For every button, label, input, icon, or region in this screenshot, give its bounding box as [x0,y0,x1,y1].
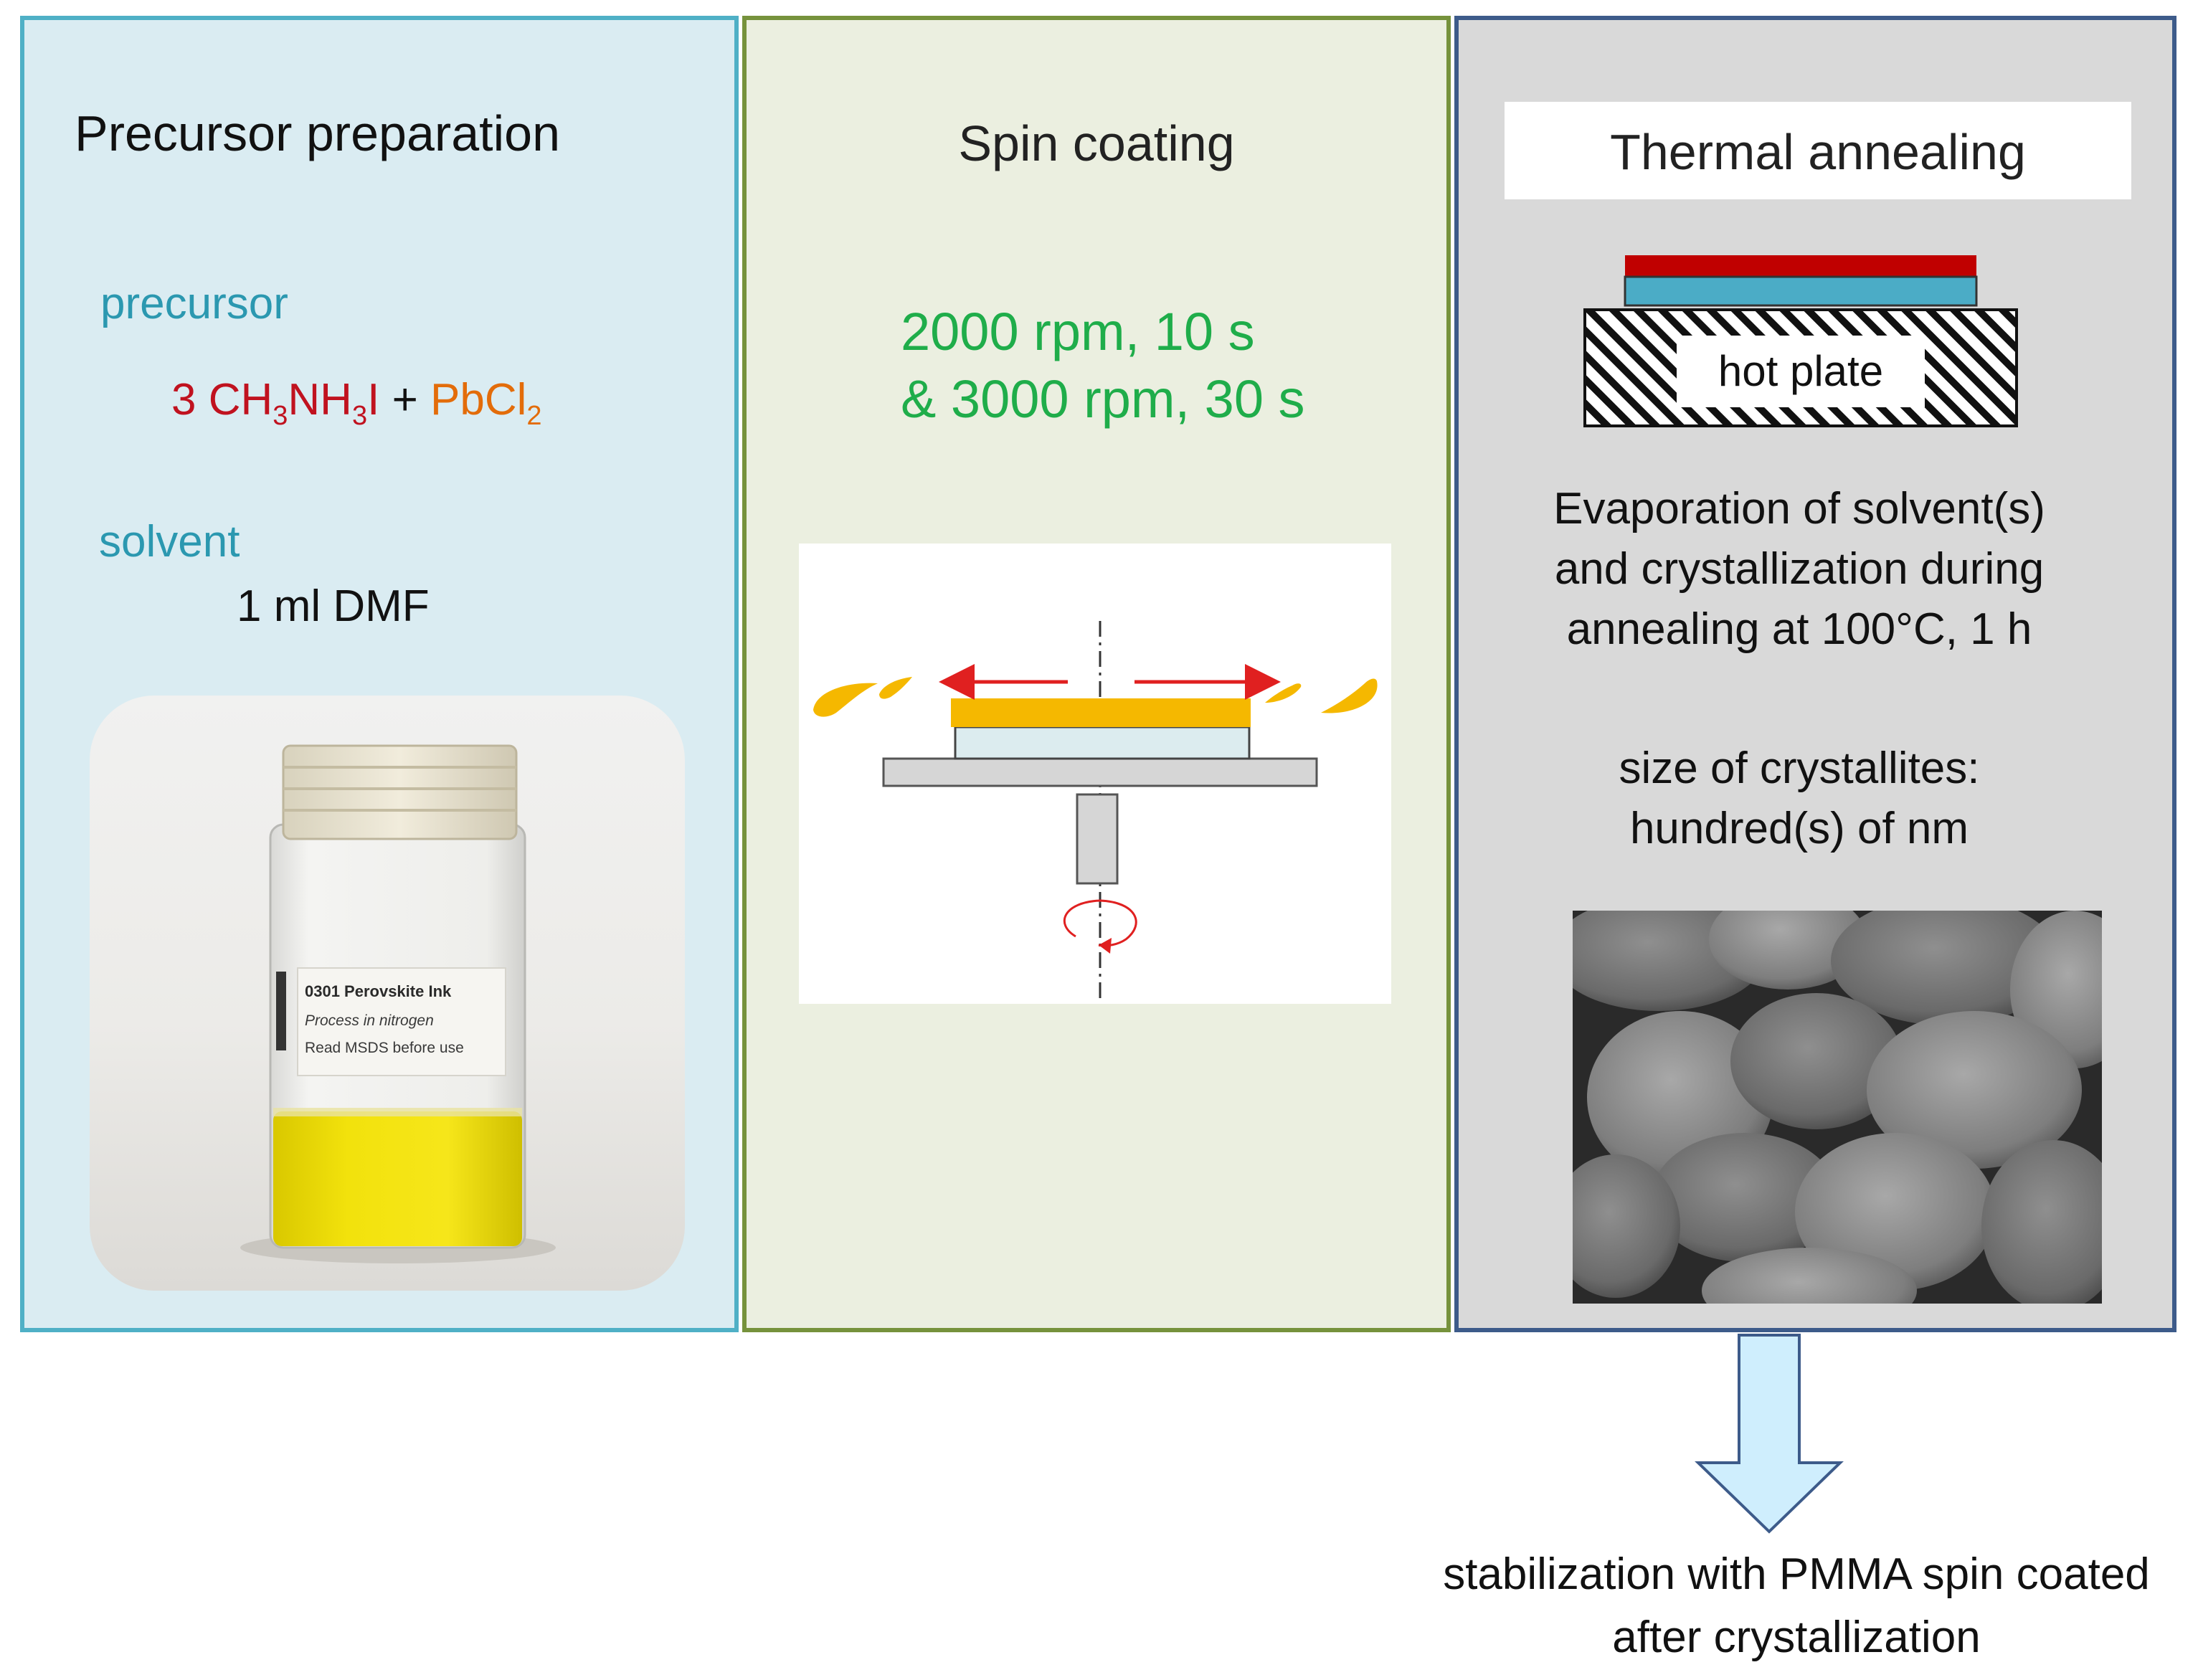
spin-coating-panel: Spin coating 2000 rpm, 10 s & 3000 rpm, … [742,16,1451,1332]
vial-photo: 0301 Perovskite Ink Process in nitrogen … [90,696,685,1291]
hot-plate-label: hot plate [1718,347,1883,395]
precursor-formula: 3 CH3NH3I + PbCl2 [171,374,542,431]
droplet-left-2 [879,677,912,699]
size-line: size of crystallites: [1619,744,1980,793]
chuck-plate [882,757,1318,787]
crystallite-size-note: size of crystallites: hundred(s) of nm [1459,739,2140,859]
sem-micrograph [1573,911,2102,1304]
panel-title: Thermal annealing [1610,124,2026,180]
precursor-preparation-panel: Precursor preparation precursor 3 CH3NH3… [20,16,739,1332]
description-line: Evaporation of solvent(s) [1553,484,2045,533]
hot-plate-diagram: hot plate [1583,255,2018,427]
hot-plate-label-bg [1677,336,1925,407]
vial-label-line1: 0301 Perovskite Ink [305,982,452,1000]
vial-label-line2: Process in nitrogen [305,1012,434,1029]
caption-line: stabilization with PMMA spin coated [1443,1550,2150,1599]
precursor-film [951,698,1251,727]
annealing-description: Evaporation of solvent(s) and crystalliz… [1459,479,2140,660]
vial-label-line3: Read MSDS before use [305,1040,464,1056]
rotation-arrow [1063,899,1137,947]
spin-speed-step1: 2000 rpm, 10 s [901,302,1255,361]
thermal-annealing-panel: Thermal annealing hot plate Evaporation … [1454,16,2176,1332]
caption-line: after crystallization [1612,1613,1981,1662]
panel-title: Spin coating [958,115,1235,171]
rotation-arrowhead [1099,938,1112,954]
formula-methylammonium: 3 CH3NH3I [171,375,380,431]
title-box: Thermal annealing [1505,102,2131,199]
perovskite-layer [1625,255,1976,277]
description-line: and crystallization during [1554,544,2045,594]
down-arrow [1695,1334,1844,1534]
spin-coater-diagram [799,544,1391,1004]
size-line: hundred(s) of nm [1629,804,1969,853]
substrate [954,726,1251,760]
solvent-label: solvent [99,517,240,566]
formula-lead-chloride: PbCl2 [430,375,542,431]
droplet-right-2 [1265,683,1302,703]
panel-title: Precursor preparation [75,105,560,161]
precursor-label: precursor [100,279,288,328]
droplet-right-1 [1321,678,1378,713]
description-line: annealing at 100°C, 1 h [1566,604,2032,654]
spindle [1076,793,1119,885]
stabilization-caption: stabilization with PMMA spin coated afte… [1395,1543,2198,1669]
formula-plus: + [379,375,431,424]
substrate-layer [1624,275,1978,307]
solvent-value: 1 ml DMF [237,582,430,631]
droplet-left-1 [813,683,878,717]
spin-speed-step2: & 3000 rpm, 30 s [901,369,1305,429]
